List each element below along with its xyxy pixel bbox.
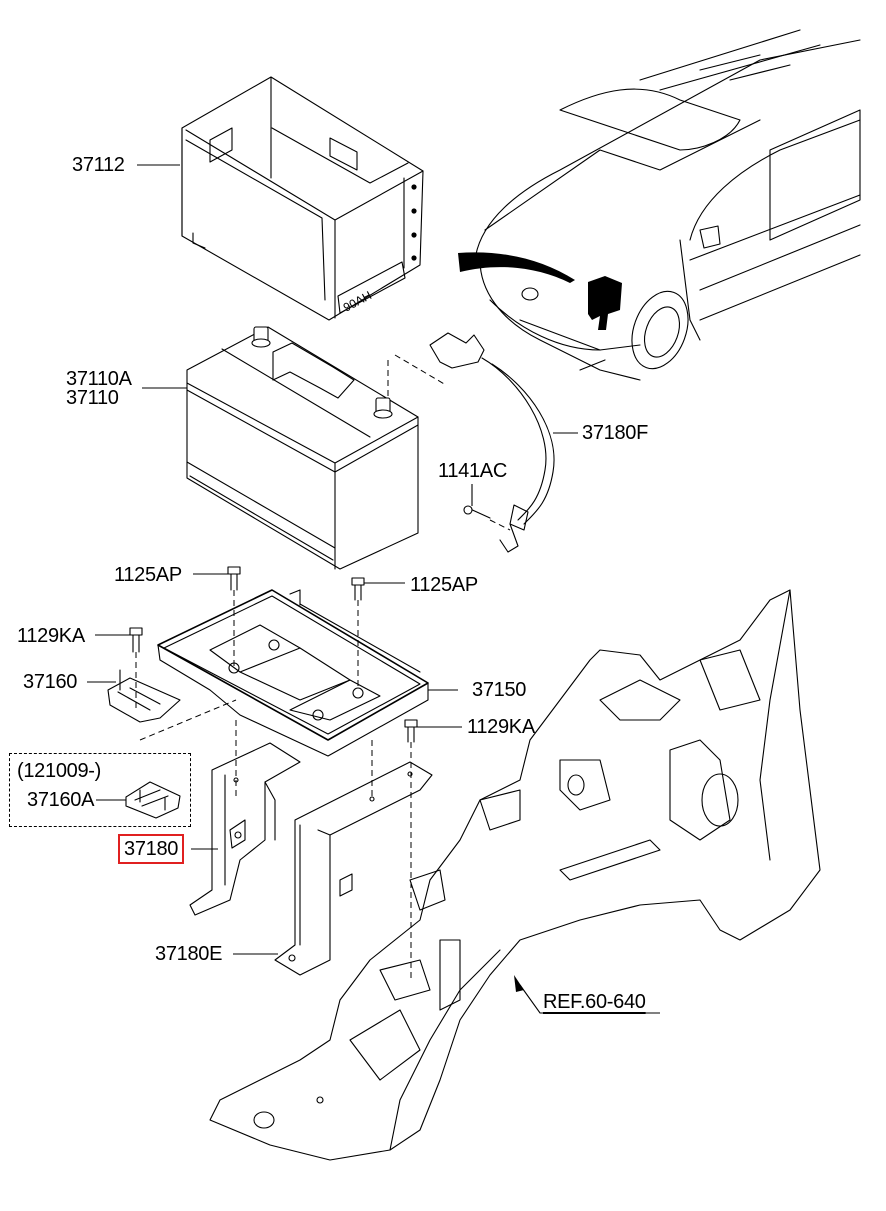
battery-tray-illustration — [157, 589, 429, 800]
callout-37110a[interactable]: 37110A — [66, 368, 132, 390]
callout-37180e[interactable]: 37180E — [155, 943, 223, 965]
callout-1129ka-left[interactable]: 1129KA — [17, 625, 85, 647]
battery-box-illustration: 90AH — [181, 76, 424, 321]
callout-37180-highlighted[interactable]: 37180 — [117, 834, 185, 864]
battery-illustration — [186, 326, 419, 570]
bolt-illustrations — [129, 566, 418, 980]
clamp-illustration — [107, 669, 237, 741]
leader-lines — [87, 164, 660, 1014]
variant-date-note: (121009-) — [17, 760, 102, 782]
callout-37112[interactable]: 37112 — [72, 154, 125, 176]
callout-1125ap-left[interactable]: 1125AP — [114, 564, 182, 586]
variant-box — [9, 753, 191, 827]
body-panel-illustration — [209, 589, 821, 1161]
battery-cable-illustration — [387, 332, 555, 553]
callout-1125ap-right[interactable]: 1125AP — [410, 574, 478, 596]
callout-1129ka-right[interactable]: 1129KA — [467, 716, 535, 738]
callout-37160[interactable]: 37160 — [23, 671, 78, 693]
reference-link[interactable]: REF.60-640 — [543, 991, 646, 1013]
callout-37110[interactable]: 37110 — [66, 387, 119, 409]
vehicle-locator-illustration — [458, 29, 861, 381]
clamp-37160a-illustration — [125, 781, 181, 819]
callout-1141ac[interactable]: 1141AC — [438, 460, 507, 482]
callout-37160a[interactable]: 37160A — [27, 789, 95, 811]
bracket-37180-illustration — [189, 742, 301, 916]
callout-37150[interactable]: 37150 — [472, 679, 527, 701]
callout-37180f[interactable]: 37180F — [582, 422, 649, 444]
bracket-37180e-illustration — [274, 761, 433, 976]
